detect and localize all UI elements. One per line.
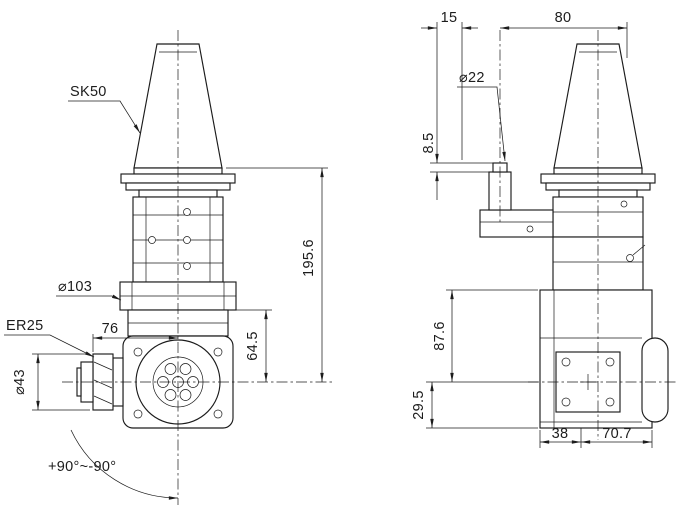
flange-diameter-leader: [56, 294, 122, 301]
dimensions-side: 15 80 ⌀22 8.5 87.6 29.5 38 70.7: [411, 10, 653, 448]
er25-leader: [4, 334, 95, 358]
swivel-range-label: +90°~-90°: [48, 459, 116, 475]
pin-diameter-label: ⌀22: [459, 70, 485, 86]
sk50-label: SK50: [70, 84, 107, 100]
dim-64-5-label: 64.5: [245, 331, 261, 360]
pin-diameter-leader: [457, 86, 506, 162]
dimensions-front: SK50 ⌀103 76 ER25 ⌀43 64.5 195.6 +90°~-9…: [4, 84, 328, 500]
body-side: [479, 196, 646, 291]
collet-diameter-label: ⌀43: [12, 369, 28, 395]
dim-80-label: 80: [555, 10, 572, 26]
er25-label: ER25: [6, 318, 43, 334]
dim-8-5-label: 8.5: [421, 132, 437, 153]
flange-diameter-label: ⌀103: [58, 279, 92, 295]
dim-29-5-label: 29.5: [411, 390, 427, 419]
dim-195-6-label: 195.6: [301, 239, 317, 277]
head-housing-side: [539, 289, 669, 429]
dim-38-label: 38: [552, 426, 569, 442]
dim-15-label: 15: [441, 10, 458, 26]
swivel-range-arc: [70, 429, 179, 500]
dim-70-7-label: 70.7: [602, 426, 631, 442]
front-view: SK50 ⌀103 76 ER25 ⌀43 64.5 195.6 +90°~-9…: [4, 30, 332, 505]
sk50-leader: [68, 100, 141, 134]
dim-76-label: 76: [102, 321, 119, 337]
side-view: 15 80 ⌀22 8.5 87.6 29.5 38 70.7: [411, 10, 676, 448]
dim-87-6-label: 87.6: [432, 321, 448, 350]
